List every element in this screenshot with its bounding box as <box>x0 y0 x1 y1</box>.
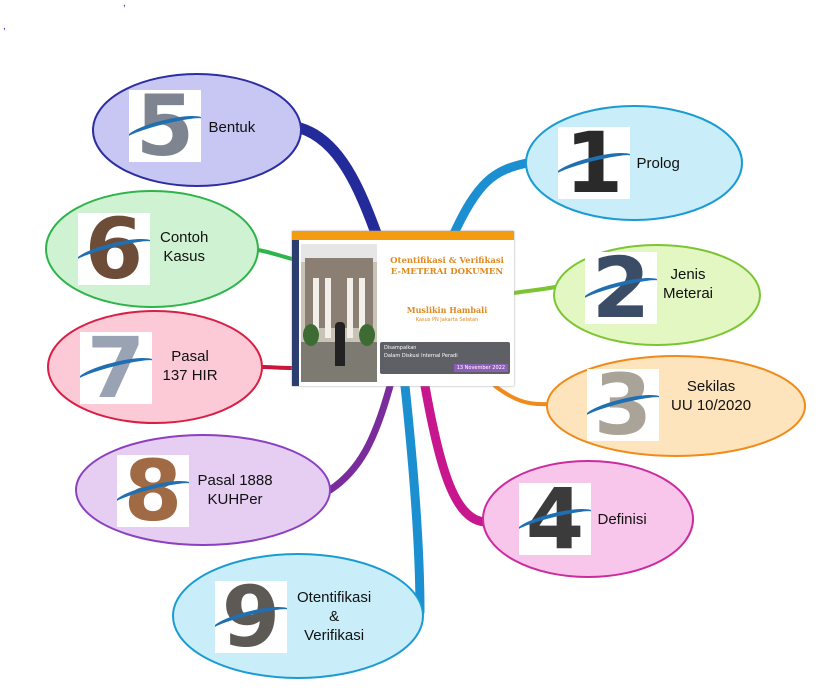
node-pasal-137-number-image: 7 <box>80 332 152 404</box>
branch-jenis-meterai <box>512 285 557 295</box>
node-bentuk-label: Bentuk <box>209 118 256 137</box>
card-date: 13 November 2022 <box>453 364 508 372</box>
node-number: 2 <box>591 252 651 324</box>
label-line: UU 10/2020 <box>671 397 752 414</box>
node-number: 6 <box>84 213 144 285</box>
label-line: Definisi <box>597 510 647 528</box>
label-line: Bentuk <box>208 118 256 136</box>
branch-pasal-137 <box>260 365 295 370</box>
central-topic-card[interactable]: Otentifikasi & Verifikasi E-METERAI DOKU… <box>292 231 514 386</box>
node-otentifikasi-label: Otentifikasi&Verifikasi <box>297 588 371 645</box>
card-side-bar <box>292 240 299 386</box>
courthouse-photo <box>301 244 377 382</box>
node-pasal-1888-number-image: 8 <box>117 455 189 527</box>
label-line: Verifikasi <box>304 626 365 644</box>
label-line: & <box>329 607 340 625</box>
label-line: 137 HIR <box>162 367 218 384</box>
node-number: 1 <box>564 127 624 199</box>
label-line: Pasal <box>171 348 209 365</box>
label-line: Meterai <box>663 285 714 302</box>
node-definisi-label: Definisi <box>598 510 647 529</box>
card-institution: Kasus PN Jakarta Selatan <box>415 317 479 323</box>
node-sekilas-uu-number-image: 3 <box>587 369 659 441</box>
label-line: Contoh <box>160 229 209 246</box>
label-line: Prolog <box>636 154 680 172</box>
label-line: Pasal 1888 <box>197 472 273 489</box>
node-sekilas-uu-label: Sekilas UU 10/2020 <box>671 377 751 415</box>
branch-contoh-kasus <box>256 248 298 262</box>
stray-mark: , <box>3 21 6 32</box>
node-pasal-137-label: Pasal 137 HIR <box>163 347 218 385</box>
branch-prolog <box>447 158 532 243</box>
node-otentifikasi-number-image: 9 <box>215 581 287 653</box>
branch-pasal-1888 <box>326 382 394 494</box>
node-number: 8 <box>123 455 183 527</box>
branch-definisi <box>420 381 490 527</box>
label-line: Sekilas <box>686 378 736 395</box>
node-bentuk-number-image: 5 <box>129 90 201 162</box>
node-number: 4 <box>525 483 585 555</box>
node-number: 3 <box>593 369 653 441</box>
card-title: Otentifikasi & Verifikasi E-METERAI DOKU… <box>390 256 504 277</box>
branch-sekilas-uu <box>493 384 550 407</box>
stray-mark: , <box>123 0 126 9</box>
node-contoh-kasus-number-image: 6 <box>78 213 150 285</box>
label-line: Otentifikasi <box>297 588 372 606</box>
node-number: 9 <box>221 581 281 653</box>
card-author: Muslikin Hambali <box>406 305 488 315</box>
node-jenis-meterai-number-image: 2 <box>585 252 657 324</box>
label-line: Kasus <box>163 248 206 265</box>
label-line: Jenis <box>670 266 706 283</box>
node-number: 5 <box>135 90 195 162</box>
label-line: KUHPer <box>207 491 263 508</box>
branch-bentuk <box>294 122 382 239</box>
node-prolog-number-image: 1 <box>558 127 630 199</box>
card-info-box: Disampaikan Dalam Diskusi Internal Perad… <box>380 342 510 374</box>
node-definisi-number-image: 4 <box>519 483 591 555</box>
branch-otentifikasi <box>400 381 425 617</box>
node-prolog-label: Prolog <box>637 154 680 173</box>
card-accent-bar <box>292 231 514 240</box>
node-number: 7 <box>86 332 146 404</box>
branch-connectors <box>256 122 557 617</box>
